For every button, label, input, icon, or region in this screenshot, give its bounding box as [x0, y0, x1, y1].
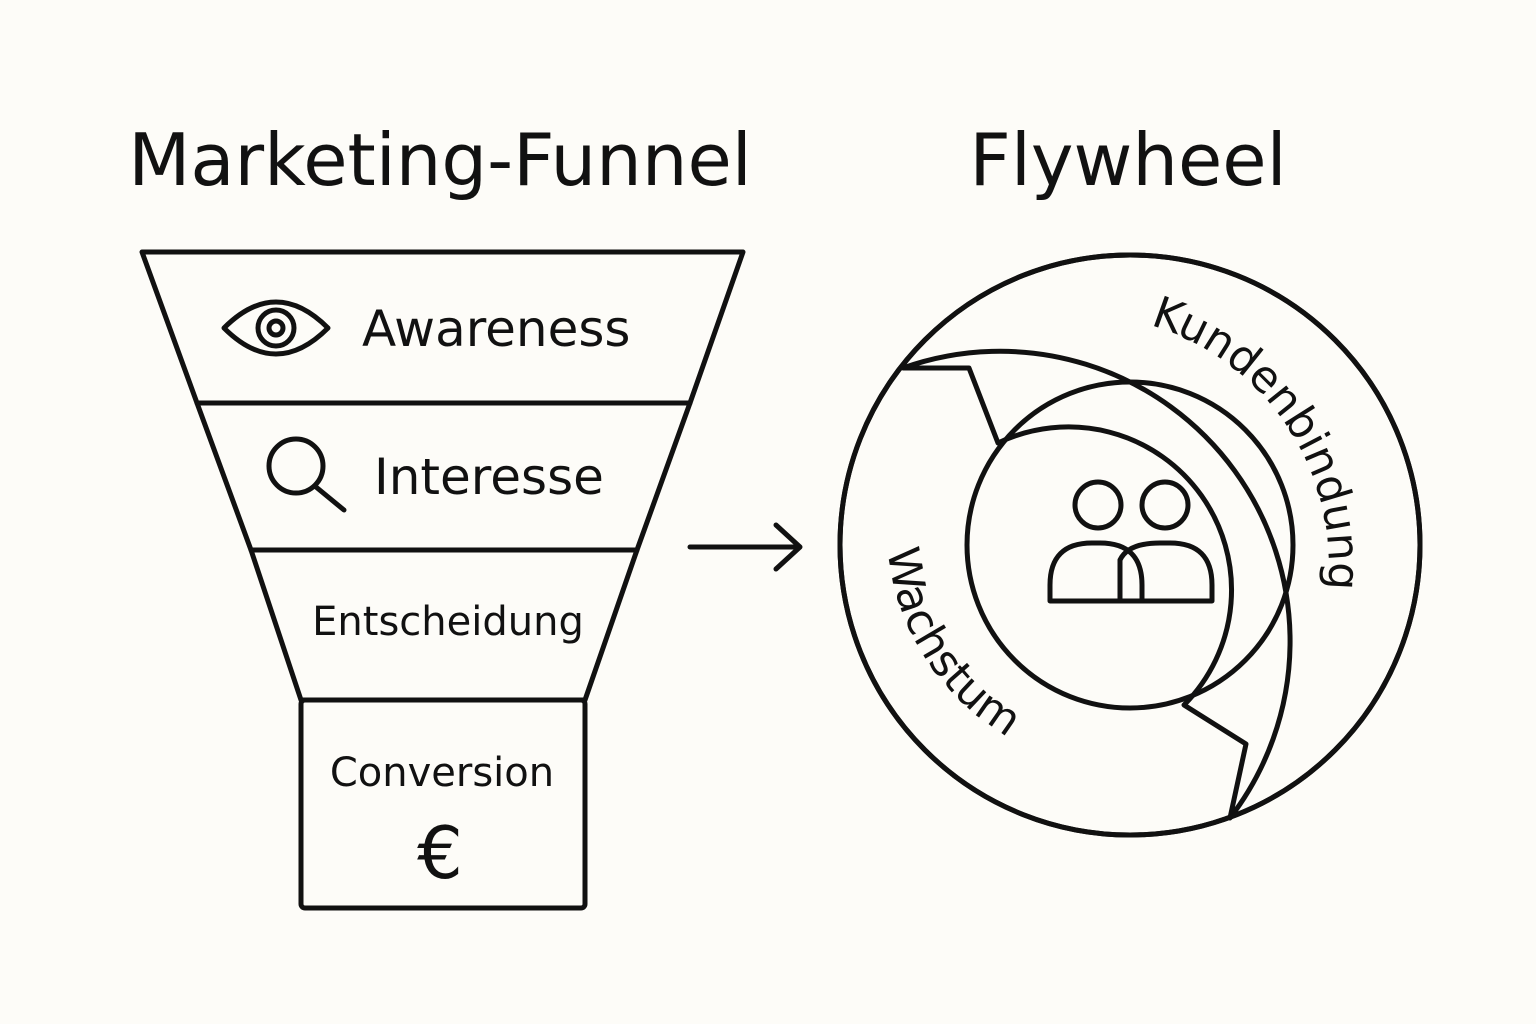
users-icon: [1047, 479, 1215, 604]
flywheel-hub: [964, 379, 1296, 711]
euro-icon: €: [417, 811, 463, 895]
funnel: Awareness Interesse Entscheidung Convers…: [139, 249, 746, 911]
flywheel-segment-kundenbindung: [900, 348, 1293, 821]
flywheel: Kundenbindung Wachstum: [837, 252, 1423, 838]
flywheel-title: Flywheel: [969, 118, 1286, 202]
funnel-label-conversion: Conversion: [330, 750, 554, 796]
funnel-label-entscheidung: Entscheidung: [312, 599, 584, 645]
flywheel-label-wachstum-path: Wachstum: [876, 543, 1030, 746]
arrow-right-icon: [687, 522, 803, 572]
funnel-label-interesse: Interesse: [374, 448, 604, 506]
flywheel-label-wachstum: Wachstum: [876, 543, 1030, 746]
funnel-stage-conversion: [298, 697, 588, 911]
funnel-title: Marketing-Funnel: [128, 118, 752, 202]
magnifier-icon: [266, 436, 347, 513]
funnel-label-awareness: Awareness: [362, 300, 630, 358]
eye-icon: [221, 299, 331, 357]
